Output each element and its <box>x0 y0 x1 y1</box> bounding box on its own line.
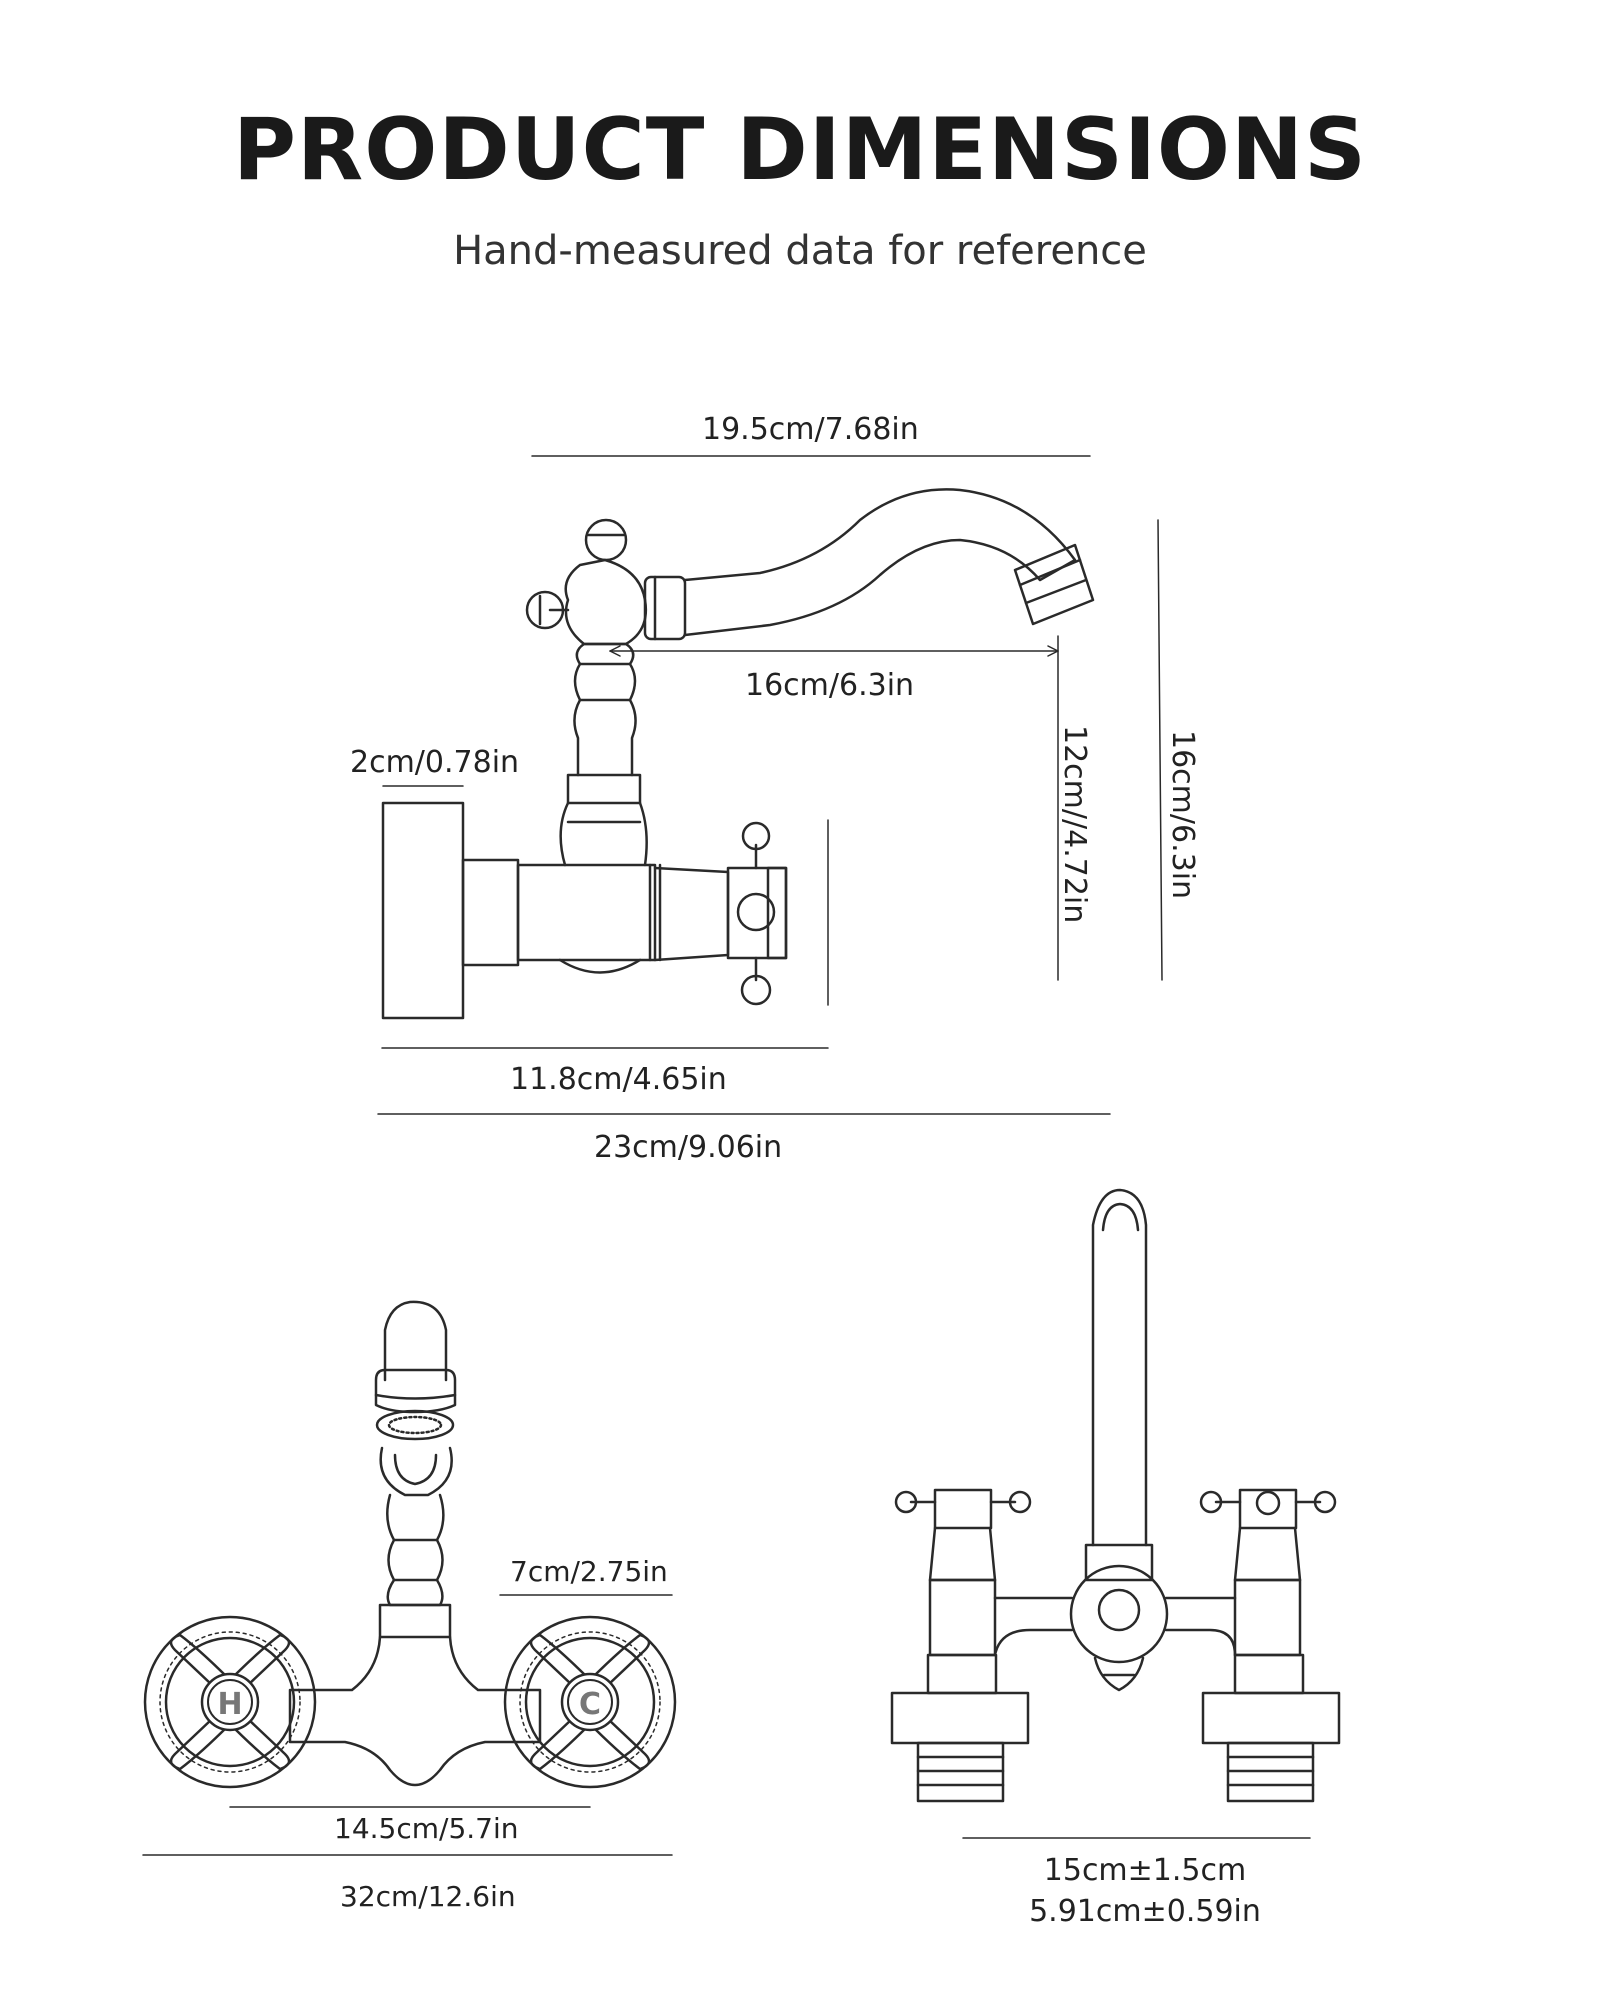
side-view-dimension-lines <box>377 455 1163 1115</box>
total-height-label: 16cm/6.3in <box>1165 730 1200 900</box>
front-center-distance-label: 14.5cm/5.7in <box>334 1812 519 1845</box>
front-body <box>288 1635 542 1787</box>
horizontal-body <box>516 863 657 962</box>
wall-plate <box>381 801 465 1020</box>
total-length-label: 23cm/9.06in <box>594 1130 783 1165</box>
spout-reach-label: 19.5cm/7.68in <box>702 412 919 447</box>
front-view-dimension-lines <box>142 1594 673 1856</box>
spout-height-label: 12cm//4.72in <box>1057 725 1092 924</box>
rear-center-distance-label: 15cm±1.5cm <box>1043 1853 1247 1888</box>
cold-handle <box>503 1615 677 1789</box>
page-subtitle: Hand-measured data for reference <box>453 228 1147 274</box>
handle-diameter-label: 7cm/2.75in <box>510 1555 668 1588</box>
side-view-faucet <box>381 488 1095 1020</box>
side-handle-head <box>564 558 648 646</box>
front-total-width-label: 32cm/12.6in <box>340 1880 516 1913</box>
front-view-faucet <box>288 1300 542 1787</box>
hot-handle-label: H <box>217 1687 242 1722</box>
front-spout <box>383 1300 448 1382</box>
vertical-stem <box>559 773 648 867</box>
rear-view-faucet <box>890 1188 1341 1803</box>
rear-center-hub <box>1069 1564 1169 1664</box>
rear-center-distance-imperial-label: 5.91cm±0.59in <box>1029 1894 1261 1929</box>
rear-spout <box>1091 1188 1148 1547</box>
cold-handle-label: C <box>579 1687 601 1722</box>
spout-projection-label: 16cm/6.3in <box>745 668 915 703</box>
body-collar <box>461 858 520 967</box>
body-length-label: 11.8cm/4.65in <box>510 1062 727 1097</box>
base-thickness-label: 2cm/0.78in <box>350 745 520 780</box>
hot-handle <box>143 1615 317 1789</box>
page-title: PRODUCT DIMENSIONS <box>233 100 1367 200</box>
side-spout <box>683 488 1077 637</box>
